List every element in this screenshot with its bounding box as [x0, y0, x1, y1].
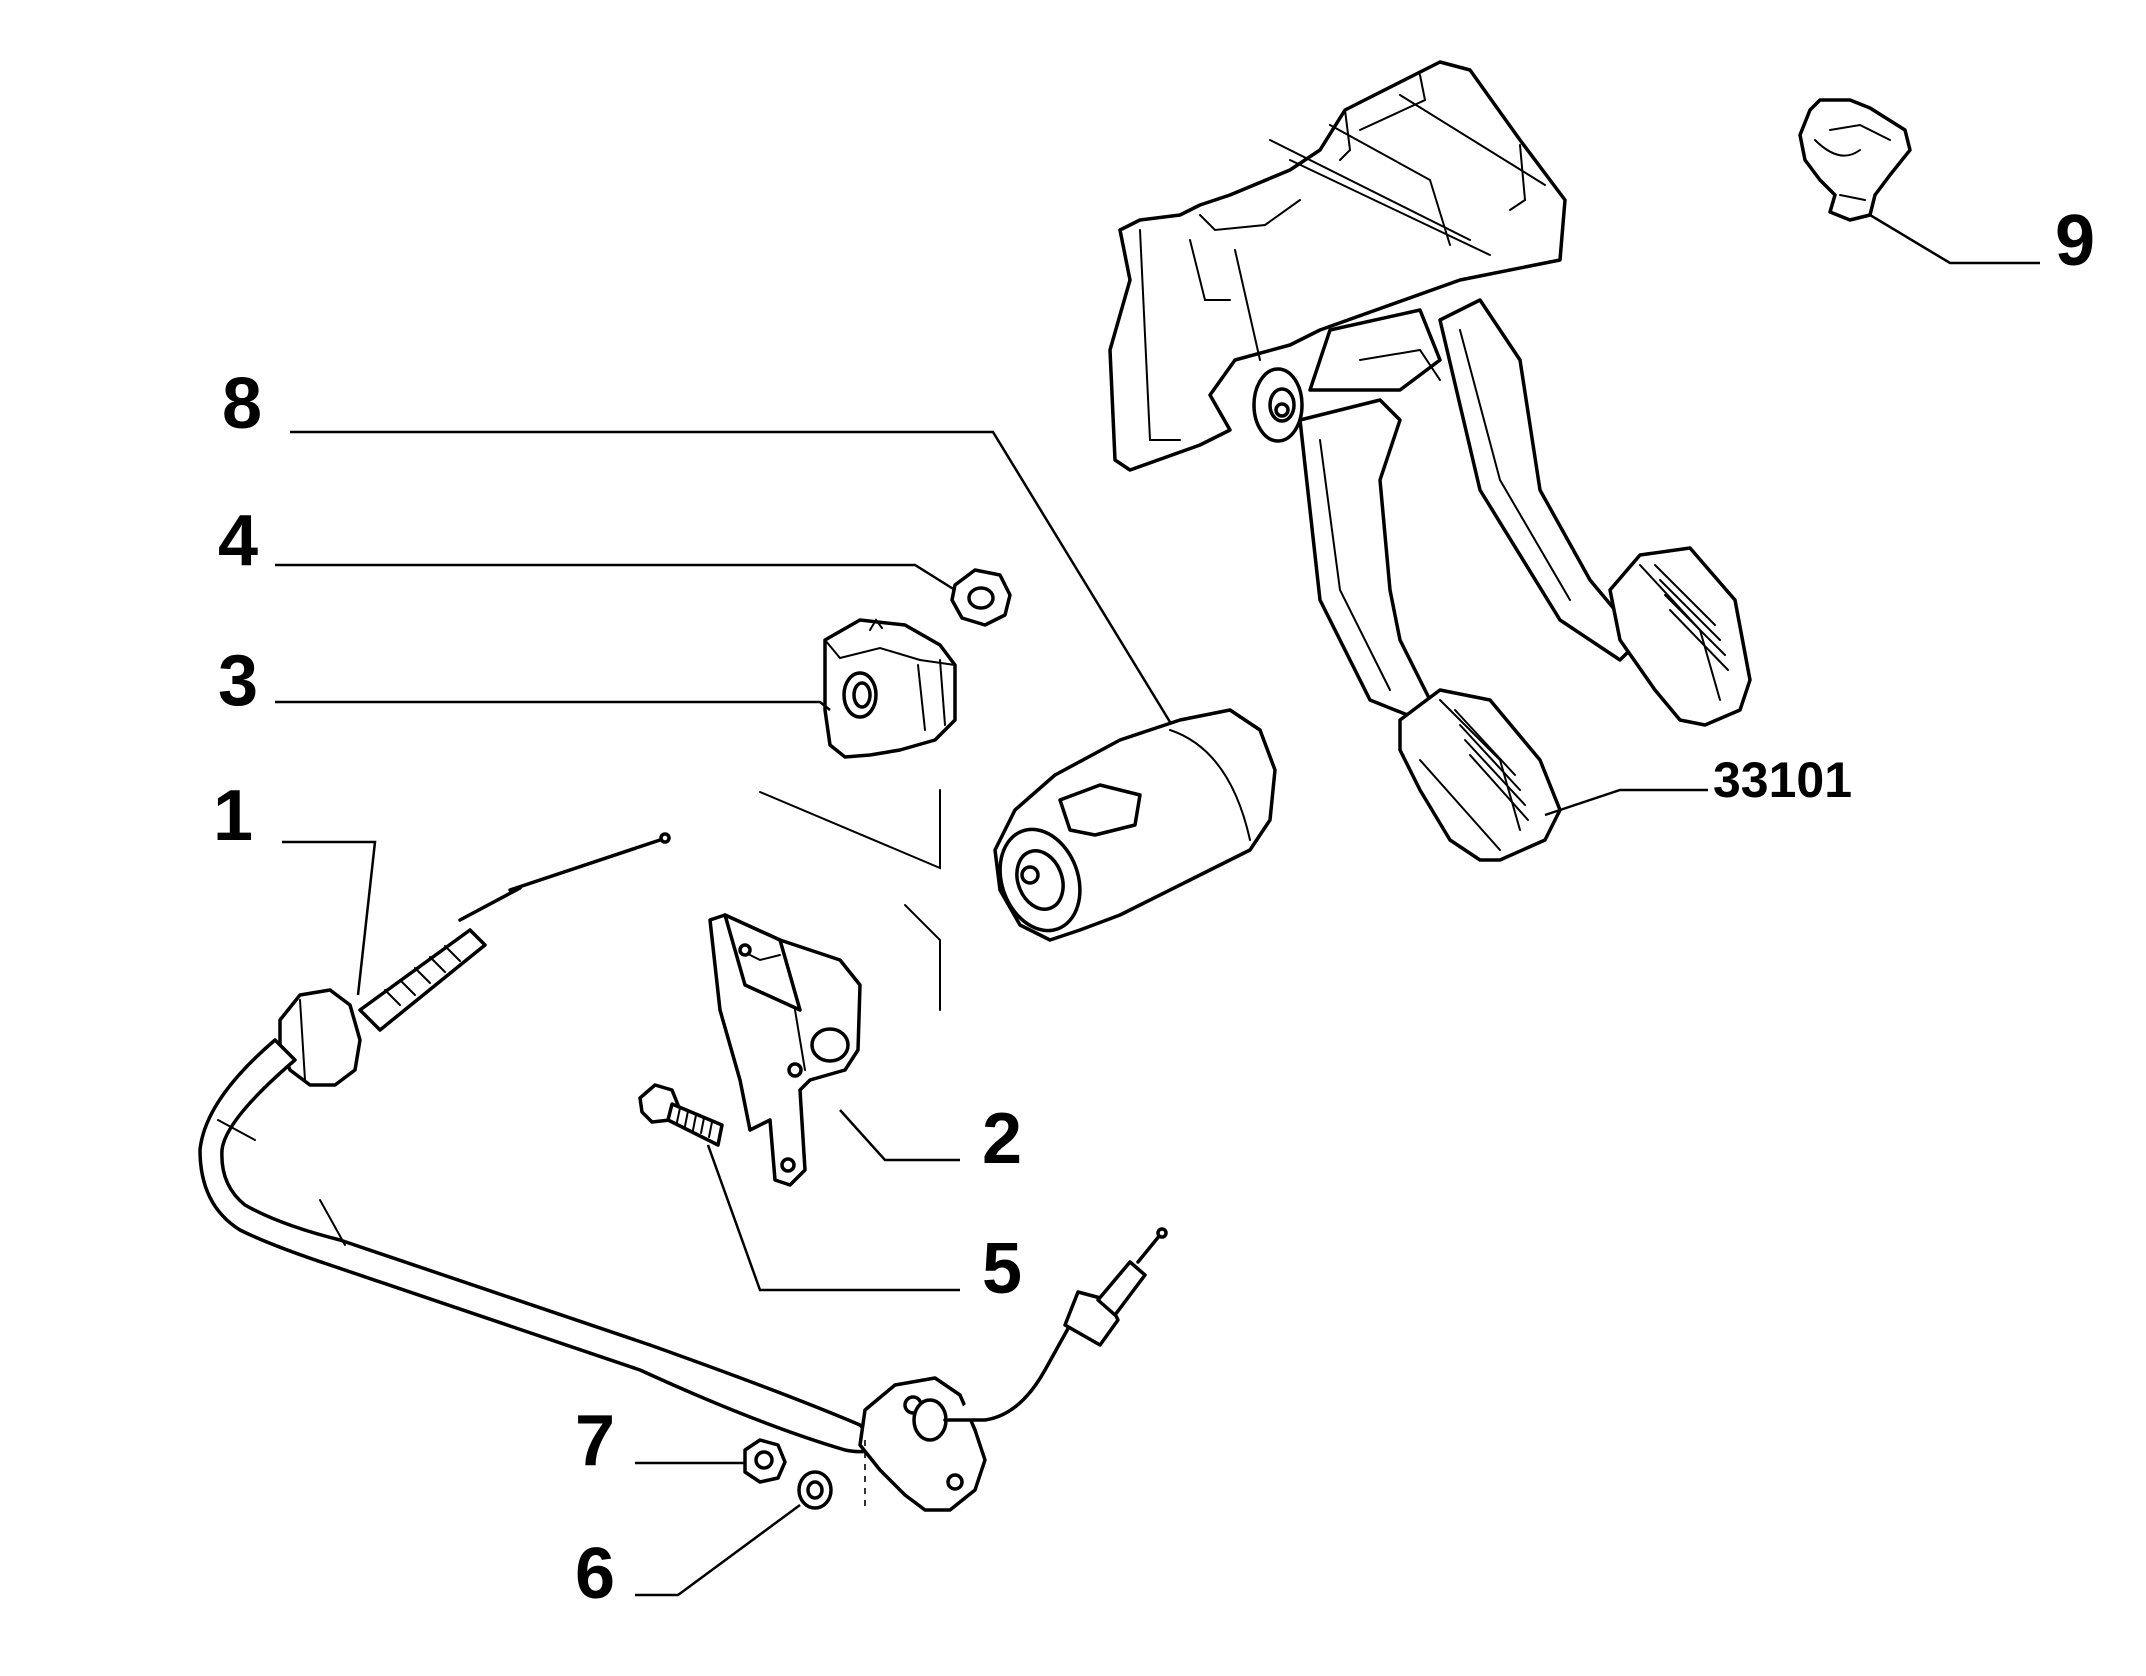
callout-5: 5: [982, 1229, 1022, 1309]
callout-labels: 8 4 3 1 2 5 7 6 9 33101: [213, 201, 2095, 1614]
part-1-cable: [198, 832, 1168, 1512]
part-2-mount-plate: [708, 913, 862, 1187]
callout-3: 3: [218, 641, 258, 721]
part-6-washer: [797, 1470, 833, 1510]
callout-4: 4: [218, 501, 258, 581]
part-8-switch: [993, 708, 1277, 942]
callout-2: 2: [982, 1099, 1022, 1179]
callout-9: 9: [2055, 201, 2095, 281]
callout-assembly-33101: 33101: [1713, 752, 1852, 808]
part-3-bracket: [823, 618, 957, 759]
part-7-nut: [743, 1438, 787, 1484]
part-5-bolt: [638, 1083, 724, 1147]
pedal-box-assembly: [1108, 60, 1752, 862]
leader-lines: [275, 213, 2040, 1597]
callout-1: 1: [213, 776, 253, 856]
callout-8: 8: [222, 364, 262, 444]
callout-6: 6: [575, 1534, 615, 1614]
part-4-nut: [950, 568, 1012, 627]
part-9-clip: [1798, 98, 1912, 222]
callout-7: 7: [575, 1401, 615, 1481]
